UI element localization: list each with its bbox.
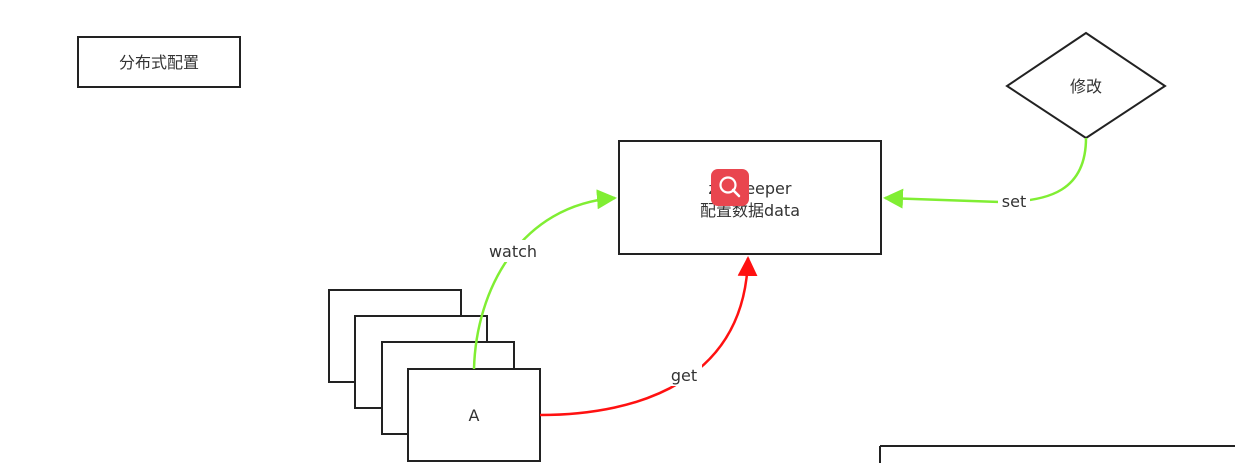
bottom-right-partial-box [879,445,1235,463]
client-stack: A [328,289,541,462]
watch-label: watch [489,242,537,261]
magnifier-badge [711,169,749,206]
title-node[interactable]: 分布式配置 [77,36,241,88]
title-box-shape [77,36,241,88]
client-a-node[interactable]: A [407,368,541,462]
set-edge[interactable]: set [883,137,1088,213]
magnifier-handle [731,188,741,198]
set-arrow [883,137,1088,209]
modify-text: 修改 [1070,77,1102,96]
get-arrow [539,256,758,417]
zookeeper-box-shape [618,140,882,255]
watch-label-bg [486,240,540,262]
zookeeper-node[interactable]: zookeeper 配置数据data [618,140,882,255]
set-label-bg [998,191,1030,213]
set-label: set [1002,192,1026,211]
magnifier-icon[interactable] [711,169,749,206]
get-label: get [671,366,697,385]
client-a-text: A [469,406,480,425]
title-text: 分布式配置 [119,53,199,72]
get-edge[interactable]: get [539,256,758,417]
watch-edge[interactable]: watch [472,189,617,370]
magnifier-lens [719,176,737,194]
get-label-bg [666,364,702,386]
modify-node[interactable]: 修改 [1005,31,1167,140]
